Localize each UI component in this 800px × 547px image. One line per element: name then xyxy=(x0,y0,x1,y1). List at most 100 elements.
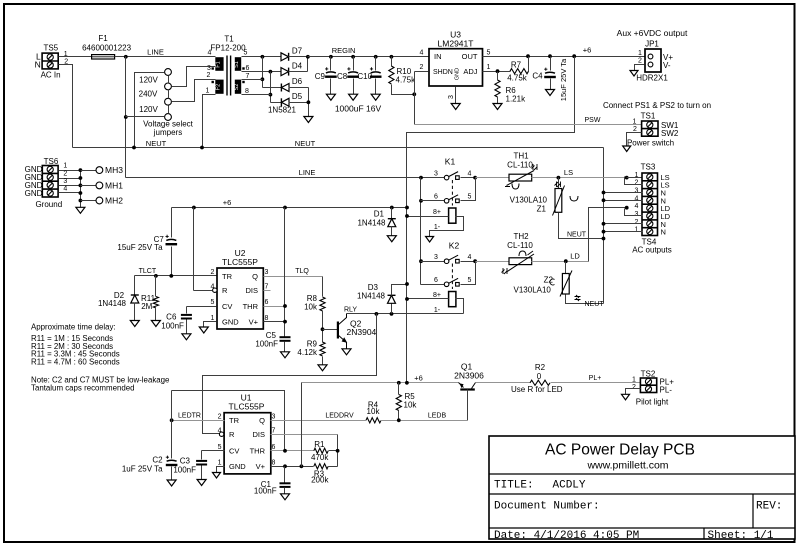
svg-text:PL-: PL- xyxy=(660,385,673,394)
svg-text:3: 3 xyxy=(434,170,438,177)
svg-text:2: 2 xyxy=(635,219,639,226)
svg-text:R: R xyxy=(229,430,235,439)
svg-text:Note: C2 and C7 MUST be low-le: Note: C2 and C7 MUST be low-leakage xyxy=(31,375,170,384)
svg-text:S2: S2 xyxy=(234,84,240,91)
svg-text:6: 6 xyxy=(246,65,250,72)
svg-text:V+: V+ xyxy=(249,317,259,326)
svg-text:AC Power Delay PCB: AC Power Delay PCB xyxy=(545,442,695,459)
svg-text:D1: D1 xyxy=(374,210,385,219)
svg-text:U1: U1 xyxy=(241,393,252,403)
svg-text:CL-110: CL-110 xyxy=(507,160,533,169)
svg-text:120V: 120V xyxy=(139,75,158,84)
svg-text:PSW: PSW xyxy=(585,117,601,124)
svg-text:TLC555P: TLC555P xyxy=(229,401,265,411)
svg-text:100nF: 100nF xyxy=(161,321,184,330)
svg-text:6: 6 xyxy=(265,299,269,306)
svg-text:100nF: 100nF xyxy=(254,487,277,496)
svg-text:www.pmillett.com: www.pmillett.com xyxy=(586,460,668,472)
svg-text:8+: 8+ xyxy=(433,209,441,216)
svg-text:240V: 240V xyxy=(139,90,158,99)
svg-text:K1: K1 xyxy=(445,157,456,167)
svg-text:Sheet: 1/1: Sheet: 1/1 xyxy=(708,530,774,542)
svg-text:N: N xyxy=(661,228,666,237)
svg-text:C10: C10 xyxy=(357,72,372,81)
svg-text:Document Number:: Document Number: xyxy=(494,501,600,513)
svg-text:1: 1 xyxy=(218,460,222,467)
svg-text:5: 5 xyxy=(211,299,215,306)
svg-text:LD: LD xyxy=(570,252,580,261)
svg-text:LS: LS xyxy=(564,168,573,177)
svg-text:N: N xyxy=(35,59,41,69)
svg-text:F2: F2 xyxy=(216,84,222,90)
svg-text:R11 = 1M : 15 Seconds: R11 = 1M : 15 Seconds xyxy=(31,334,113,343)
svg-text:SHDN: SHDN xyxy=(433,69,453,76)
svg-text:C5: C5 xyxy=(266,331,277,340)
svg-text:IN: IN xyxy=(434,52,442,61)
svg-text:5: 5 xyxy=(487,49,491,56)
svg-text:Use R for LED: Use R for LED xyxy=(511,385,563,394)
svg-text:8: 8 xyxy=(265,315,269,322)
svg-text:1000uF 16V: 1000uF 16V xyxy=(335,104,382,114)
svg-text:Q: Q xyxy=(259,416,265,425)
svg-text:DIS: DIS xyxy=(252,430,265,439)
svg-text:8: 8 xyxy=(245,88,249,95)
svg-text:R1: R1 xyxy=(314,440,325,449)
svg-text:6: 6 xyxy=(272,444,276,451)
svg-text:100nF: 100nF xyxy=(255,339,278,348)
svg-text:SW1: SW1 xyxy=(661,121,679,130)
svg-text:6: 6 xyxy=(434,277,438,284)
svg-text:TITLE:: TITLE: xyxy=(494,480,534,492)
svg-text:Connect PS1 & PS2 to turn on: Connect PS1 & PS2 to turn on xyxy=(603,101,711,110)
svg-text:C8: C8 xyxy=(337,72,348,81)
svg-text:10k: 10k xyxy=(367,407,381,416)
svg-text:2: 2 xyxy=(632,384,636,391)
svg-text:TS1: TS1 xyxy=(641,111,656,120)
svg-text:ACDLY: ACDLY xyxy=(553,480,586,492)
svg-text:LD: LD xyxy=(661,212,671,221)
svg-text:LEDTR: LEDTR xyxy=(178,413,201,420)
svg-text:2M: 2M xyxy=(141,302,152,311)
svg-text:1: 1 xyxy=(206,88,210,95)
svg-text:NEUT: NEUT xyxy=(567,232,587,239)
svg-text:jumpers: jumpers xyxy=(153,128,182,137)
svg-text:TS3: TS3 xyxy=(641,163,656,172)
svg-text:CL-110: CL-110 xyxy=(507,241,533,250)
svg-text:GND: GND xyxy=(25,181,43,190)
svg-text:R11 = 3.3M : 45 Seconds: R11 = 3.3M : 45 Seconds xyxy=(31,350,120,359)
svg-text:0: 0 xyxy=(537,372,542,381)
svg-text:15uF 25V Ta: 15uF 25V Ta xyxy=(117,243,163,252)
svg-text:4: 4 xyxy=(468,170,472,177)
svg-text:1: 1 xyxy=(635,172,639,179)
svg-text:V130LA10: V130LA10 xyxy=(510,196,548,205)
svg-text:R5: R5 xyxy=(405,392,416,401)
svg-text:1-: 1- xyxy=(434,224,441,231)
svg-text:AC outputs: AC outputs xyxy=(632,245,672,254)
svg-text:+6: +6 xyxy=(414,373,423,382)
svg-text:RLY: RLY xyxy=(344,306,357,313)
svg-text:Voltage select: Voltage select xyxy=(143,119,194,128)
svg-text:Power switch: Power switch xyxy=(627,138,674,147)
svg-text:3: 3 xyxy=(635,188,639,195)
svg-text:TS5: TS5 xyxy=(43,44,58,53)
svg-text:4: 4 xyxy=(468,254,472,261)
svg-text:GND: GND xyxy=(455,68,461,80)
svg-text:DIS: DIS xyxy=(245,286,258,295)
svg-text:NEUT: NEUT xyxy=(295,139,316,148)
svg-text:TS6: TS6 xyxy=(44,157,59,166)
svg-text:R4: R4 xyxy=(368,401,379,410)
svg-text:2N3904: 2N3904 xyxy=(347,327,377,337)
svg-text:LEDDRV: LEDDRV xyxy=(325,413,354,420)
svg-text:R3: R3 xyxy=(314,469,325,478)
svg-text:R11 = 4.7M : 60 Seconds: R11 = 4.7M : 60 Seconds xyxy=(31,357,120,366)
svg-text:LS: LS xyxy=(661,173,670,182)
svg-text:6: 6 xyxy=(434,194,438,201)
svg-text:TS4: TS4 xyxy=(642,237,657,246)
svg-text:C3: C3 xyxy=(180,457,191,466)
svg-text:8: 8 xyxy=(272,460,276,467)
svg-text:Date: 4/1/2016 4:05 PM: Date: 4/1/2016 4:05 PM xyxy=(494,530,639,542)
svg-text:LM2941T: LM2941T xyxy=(438,38,474,48)
svg-text:1N4148: 1N4148 xyxy=(357,292,386,301)
svg-text:+6: +6 xyxy=(583,46,592,55)
svg-text:5: 5 xyxy=(468,194,472,201)
svg-text:MH2: MH2 xyxy=(105,195,123,205)
